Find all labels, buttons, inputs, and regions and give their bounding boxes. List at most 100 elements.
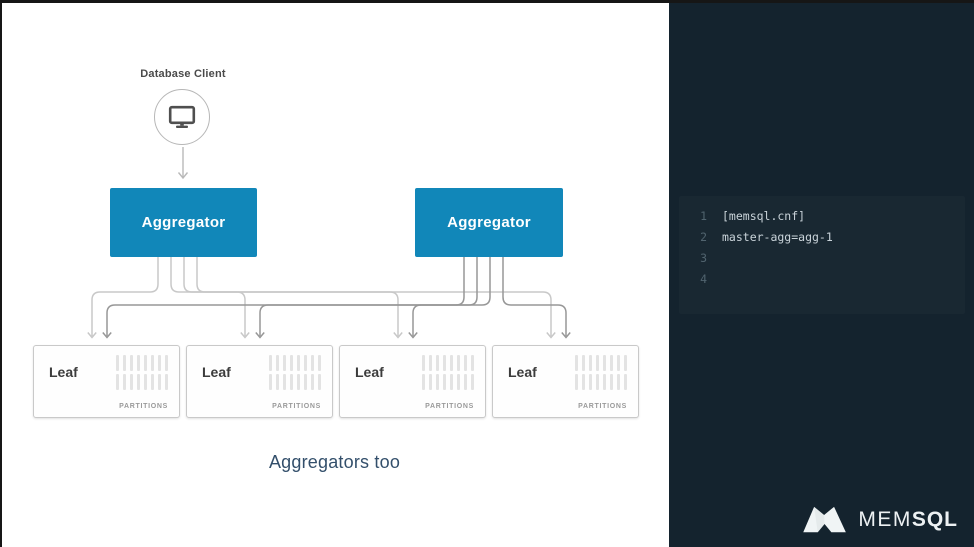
partition-bar [165,374,168,390]
partitions-label: PARTITIONS [425,403,474,410]
partition-bar [276,374,279,390]
leaf-label: Leaf [508,364,537,380]
leaf-node-4: Leaf PARTITIONS [492,345,639,418]
monitor-icon [168,105,196,129]
aggregator1-to-leaf-lines [87,257,556,339]
code-line: 2 master-agg=agg-1 [693,227,833,248]
partition-bar [589,374,592,390]
memsql-logo-icon [802,505,848,534]
code-line: 3 [693,248,833,269]
partitions-label: PARTITIONS [578,403,627,410]
window-top-border [0,0,974,3]
memsql-logo: MEMSQL [802,505,958,534]
partition-bar [158,374,161,390]
leaf-label: Leaf [49,364,78,380]
aggregator-node-2: Aggregator [415,188,563,257]
partition-bars-row [269,374,321,390]
line-number: 3 [700,251,707,265]
partition-bar [290,355,293,371]
partition-bar [624,355,627,371]
partition-bar [311,374,314,390]
partitions-label: PARTITIONS [272,403,321,410]
partition-bar [297,355,300,371]
partition-bar [575,355,578,371]
partition-bars [269,355,321,393]
partition-bar [617,374,620,390]
partition-bars-row [422,355,474,371]
aggregator-label: Aggregator [141,214,226,231]
leaf-node-1: Leaf PARTITIONS [33,345,180,418]
partition-bar [436,355,439,371]
partition-bar [582,355,585,371]
partition-bar [116,374,119,390]
partition-bar [158,355,161,371]
partition-bar [582,374,585,390]
partition-bar [151,374,154,390]
partition-bar [422,374,425,390]
partition-bar [151,355,154,371]
client-node [154,89,210,145]
partition-bar [137,374,140,390]
partition-bar [575,374,578,390]
partitions-label: PARTITIONS [119,403,168,410]
partition-bar [269,355,272,371]
leaf-node-3: Leaf PARTITIONS [339,345,486,418]
partition-bar [457,355,460,371]
partition-bar [429,374,432,390]
partition-bar [318,355,321,371]
partition-bar [624,374,627,390]
partition-bars [575,355,627,393]
diagram-canvas: Database Client Aggregator Aggregator [33,68,639,472]
client-to-aggregator-arrow [177,147,189,180]
partition-bar [318,374,321,390]
memsql-logo-text: MEMSQL [858,507,958,531]
partition-bar [123,374,126,390]
partition-bar [144,374,147,390]
partition-bar [297,374,300,390]
aggregator-label: Aggregator [447,214,531,231]
partition-bar [283,374,286,390]
partition-bar [290,374,293,390]
partition-bar [596,355,599,371]
partition-bar [596,374,599,390]
partition-bar [471,355,474,371]
partition-bar [311,355,314,371]
partition-bar [269,374,272,390]
partition-bar [123,355,126,371]
partition-bar [610,374,613,390]
aggregator-node-1: Aggregator [110,188,257,257]
code-block: 1 [memsql.cnf] 2 master-agg=agg-1 3 4 [693,206,833,290]
partition-bar [617,355,620,371]
partition-bar [422,355,425,371]
partition-bar [589,355,592,371]
partition-bar [165,355,168,371]
code-text: master-agg=agg-1 [722,230,833,244]
partition-bar [130,374,133,390]
partition-bars-row [575,355,627,371]
partition-bars-row [269,355,321,371]
partition-bars-row [575,374,627,390]
partition-bars [422,355,474,393]
partition-bars-row [116,374,168,390]
code-panel: 1 [memsql.cnf] 2 master-agg=agg-1 3 4 [669,0,974,547]
partition-bar [429,355,432,371]
partition-bar [464,355,467,371]
leaf-label: Leaf [202,364,231,380]
partition-bar [457,374,460,390]
partition-bar [116,355,119,371]
partition-bars-row [116,355,168,371]
client-label: Database Client [140,68,226,80]
line-number: 2 [700,230,707,244]
aggregator2-to-leaf-lines [102,257,571,339]
partition-bar [610,355,613,371]
partition-bar [471,374,474,390]
leaf-node-2: Leaf PARTITIONS [186,345,333,418]
leaf-label: Leaf [355,364,384,380]
partition-bar [443,374,446,390]
partition-bar [276,355,279,371]
code-line: 4 [693,269,833,290]
partition-bar [283,355,286,371]
line-number: 1 [700,209,707,223]
partition-bar [603,374,606,390]
